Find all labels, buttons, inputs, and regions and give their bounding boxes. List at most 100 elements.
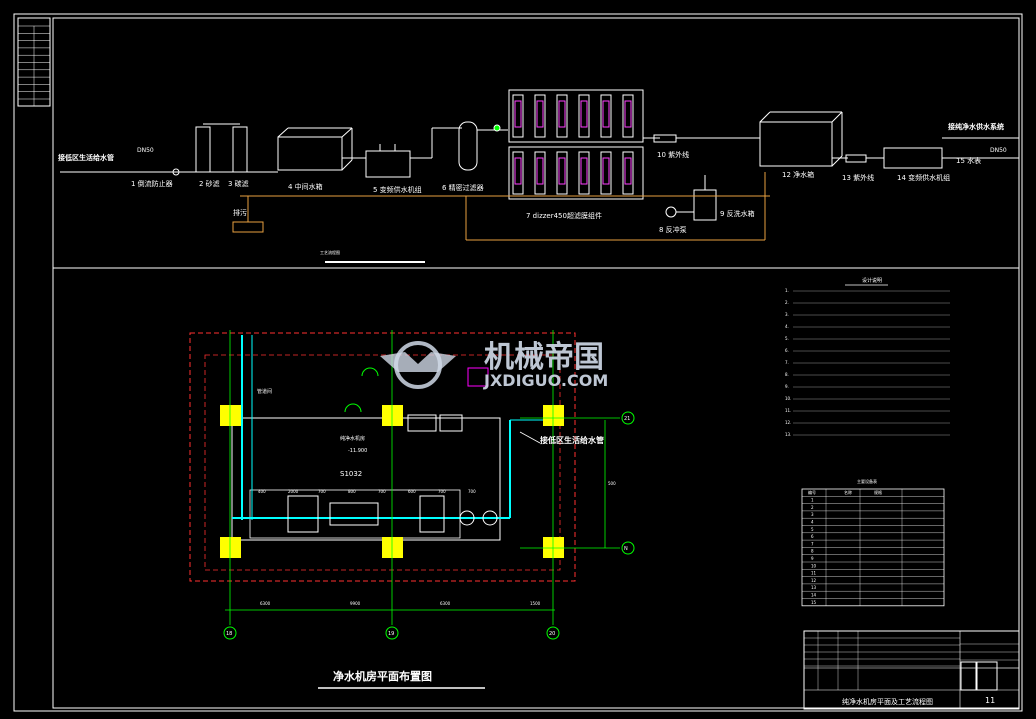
table-row-no: 1 [811, 498, 814, 503]
clean-water-tank [759, 121, 833, 167]
note-item: 1. [785, 288, 789, 293]
equipment-label-5: 5 变频供水机组 [373, 185, 422, 194]
equipment-label-4: 4 中间水箱 [288, 182, 323, 191]
uf-membrane-core [602, 100, 610, 128]
equipment-label-6: 6 精密过滤器 [442, 183, 484, 192]
sheet-no: 11 [985, 696, 995, 705]
dim-right: 500 [608, 481, 616, 486]
structural-column [220, 405, 241, 426]
backflow-preventer-icon [172, 168, 180, 176]
dim-bottom: 6300 [440, 601, 451, 606]
tank-edge [341, 159, 353, 171]
drawing-title: 纯净水机房平面及工艺流程图 [842, 697, 933, 706]
tank-edge [759, 111, 771, 123]
uf-membrane-module [556, 94, 568, 138]
inner-frame [52, 17, 1020, 709]
uf-membrane-module [534, 94, 546, 138]
table-header: 名称 [844, 489, 852, 495]
table-row-no: 12 [811, 578, 817, 583]
sand-filter [195, 126, 211, 173]
precision-filter [458, 121, 478, 171]
note-item: 5. [785, 336, 789, 341]
note-item: 2. [785, 300, 789, 305]
grid-mark: 20 [549, 631, 555, 637]
table-row-no: 6 [811, 534, 814, 539]
plan-title: 净水机房平面布置图 [333, 669, 432, 683]
room-label: 纯净水机房 [340, 435, 365, 442]
note-item: 4. [785, 324, 789, 329]
watermark-cn: 机械帝国 [484, 340, 604, 375]
process-caption: 工艺流程图 [320, 249, 340, 255]
structural-column [543, 537, 564, 558]
note-item: 13. [785, 432, 791, 437]
title-block-cell [976, 661, 998, 691]
grid-bubble [621, 411, 635, 425]
uf-membrane-core [624, 100, 632, 128]
note-item: 6. [785, 348, 789, 353]
plan-magenta-box [467, 367, 489, 387]
equipment-room [231, 417, 501, 541]
equipment-label-12: 12 净水箱 [782, 170, 814, 179]
grid-mark: 19 [388, 631, 394, 637]
left-room-label: 管道间 [257, 388, 272, 395]
table-row-no: 8 [811, 549, 814, 554]
watermark-wings-icon [380, 352, 456, 372]
table-row-no: 2 [811, 505, 814, 510]
equipment-label-1: 1 倒流防止器 [131, 179, 173, 188]
uf-membrane-module [578, 94, 590, 138]
note-item: 7. [785, 360, 789, 365]
leader-line [519, 431, 541, 444]
room-elev: -11.900 [348, 448, 367, 454]
plan-tank-2 [419, 495, 445, 533]
backwash-pump [665, 206, 677, 218]
uf-membrane-core [514, 157, 522, 185]
equipment-frame [249, 489, 461, 539]
uf-membrane-module [622, 94, 634, 138]
uf-group-lower [508, 146, 644, 200]
plan-pump [459, 510, 475, 526]
dim-top: 700 [318, 489, 326, 494]
uf-membrane-module [600, 151, 612, 195]
watermark-en: JXDIGUO.COM [483, 371, 608, 390]
dim-top: 600 [408, 489, 416, 494]
uf-membrane-core [536, 100, 544, 128]
uf-membrane-core [624, 157, 632, 185]
table-header: 编号 [808, 489, 816, 495]
drain-label: 排污 [233, 208, 247, 217]
equipment-label-2: 2 砂滤 [199, 179, 220, 188]
drain-pit [232, 221, 264, 233]
table-row-no: 5 [811, 527, 814, 532]
dim-bottom: 9900 [350, 601, 361, 606]
equipment-label-10: 10 紫外线 [657, 150, 689, 159]
dim-top: 400 [258, 489, 266, 494]
uf-membrane-core [558, 157, 566, 185]
dim-top: 800 [348, 489, 356, 494]
dim-top: 700 [468, 489, 476, 494]
tank-edge [341, 127, 353, 138]
plan-box [439, 414, 463, 432]
table-row-no: 7 [811, 541, 814, 546]
structural-column [220, 537, 241, 558]
booster-pump-set [365, 150, 411, 178]
inlet-label: 接低区生活给水管 [58, 153, 114, 162]
uf-membrane-module [556, 151, 568, 195]
plan-tank [287, 495, 319, 533]
note-item: 8. [785, 372, 789, 377]
uf-group-upper [508, 89, 644, 143]
table-row-no: 14 [811, 593, 817, 598]
tank-edge [277, 127, 289, 138]
tank-edge [831, 111, 843, 123]
door-arc [344, 403, 362, 413]
uf-membrane-core [558, 100, 566, 128]
wall-inner [204, 354, 561, 571]
table-row-no: 13 [811, 585, 817, 590]
uf-membrane-core [602, 157, 610, 185]
dim-bottom: 6300 [260, 601, 271, 606]
uf-membrane-core [514, 100, 522, 128]
note-item: 10. [785, 396, 791, 401]
equipment-label-9: 9 反洗水箱 [720, 209, 755, 218]
equipment-label-14: 14 变频供水机组 [897, 173, 950, 182]
structural-column [382, 537, 403, 558]
